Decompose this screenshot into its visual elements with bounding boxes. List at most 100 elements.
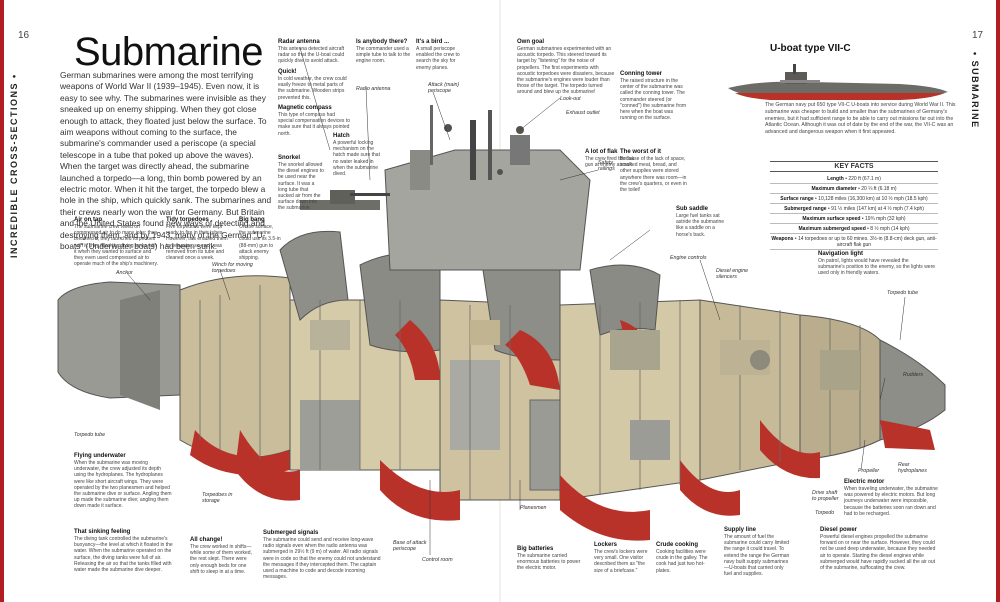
uboat-side-view — [728, 64, 948, 100]
big-bang-text: On the surface, the submarine could use … — [239, 224, 281, 262]
compass-title: Magnetic compass — [278, 105, 332, 111]
label-winch: Winch for moving torpedoes — [212, 262, 253, 274]
sub-saddle-title: Sub saddle — [676, 206, 709, 212]
key-fact-key: Submerged range — [784, 205, 827, 212]
key-fact-key: Weapons — [771, 235, 794, 242]
uboat-title: U-boat type VII-C — [770, 43, 851, 54]
radar-antenna-box: Radar antenna This antenna detected airc… — [278, 38, 348, 65]
big-bang-title: Big bang — [239, 217, 265, 223]
navigation-light-text: On patrol, lights would have revealed th… — [818, 258, 936, 277]
quick-box: Quick! In cold weather, the crew could e… — [278, 68, 348, 101]
key-fact-key: Maximum surface speed — [802, 215, 861, 222]
lockers-text: The crew's lockers were very small. One … — [594, 549, 648, 574]
bird-title: It's a bird ... — [416, 39, 450, 45]
label-radio-antenna: Radio antenna — [356, 86, 391, 92]
air-on-tap-title: Air on tap — [74, 217, 102, 223]
big-bang-box: Big bang On the surface, the submarine c… — [239, 216, 281, 261]
electric-motor-title: Electric motor — [844, 479, 885, 485]
key-fact-value: • 14 torpedoes or up to 60 mines. 3½-in … — [794, 235, 937, 248]
page-edge-left — [0, 0, 4, 602]
compass-box: Magnetic compass This type of compass ha… — [278, 104, 350, 137]
key-facts-title: KEY FACTS — [770, 161, 938, 172]
label-engine-controls: Engine controls — [670, 255, 707, 261]
quick-text: In cold weather, the crew could easily f… — [278, 76, 347, 101]
all-change-title: All change! — [190, 537, 223, 543]
key-fact-row: Maximum surface speed • 19¾ mph (32 kph) — [770, 214, 938, 224]
hatch-title: Hatch — [333, 133, 350, 139]
worst-box: The worst of it Because of the lack of s… — [620, 148, 688, 193]
submerged-signals-box: Submerged signals The submarine could se… — [263, 529, 383, 580]
key-fact-value: • 220 ft (67.1 m) — [845, 175, 881, 182]
tidy-torpedoes-box: Tidy torpedoes Five torpedoes were kept … — [166, 216, 232, 261]
diesel-power-box: Diesel power Powerful diesel engines pro… — [820, 526, 938, 571]
flak-box: A lot of flak The crew fired the flak gu… — [585, 148, 635, 168]
key-fact-key: Length — [827, 175, 844, 182]
label-lookout: Look-out — [560, 96, 581, 102]
air-on-tap-box: Air on tap The submarine crew relied on … — [74, 216, 160, 267]
key-fact-value: • 8 ½ mph (14 kph) — [867, 225, 910, 232]
conning-tower-title: Conning tower — [620, 71, 662, 77]
conning-tower-box: Conning tower The raised structure in th… — [620, 70, 688, 121]
label-torpedo-tube-front: Torpedo tube — [74, 432, 106, 438]
key-fact-key: Maximum submerged speed — [798, 225, 866, 232]
interior-machinery — [310, 320, 860, 460]
conning-tower — [300, 105, 591, 271]
big-batteries-text: The submarine carried enormous batteries… — [517, 553, 581, 572]
sinking-feeling-box: That sinking feeling The diving tank con… — [74, 528, 174, 573]
page-title: Submarine — [74, 30, 263, 74]
worst-title: The worst of it — [620, 149, 661, 155]
flying-underwater-text: When the submarine was moving underwater… — [74, 460, 172, 510]
diesel-power-text: Powerful diesel engines propelled the su… — [820, 534, 936, 572]
supply-line-box: Supply line The amount of fuel the subma… — [724, 526, 792, 577]
snorkel-box: Snorkel The snorkel allowed the diesel e… — [278, 154, 324, 212]
key-fact-row: Surface range • 10,128 miles (16,300 km)… — [770, 194, 938, 204]
navigation-light-box: Navigation light On patrol, lights would… — [818, 250, 936, 277]
navigation-light-title: Navigation light — [818, 251, 863, 257]
label-control-room: Control room — [422, 557, 453, 563]
own-goal-box: Own goal German submarines experimented … — [517, 38, 615, 96]
anybody-there-box: Is anybody there? The commander used a s… — [356, 38, 411, 65]
radar-antenna-text: This antenna detected aircraft radar so … — [278, 46, 345, 65]
label-safety-railings: Safety railings — [598, 160, 615, 172]
key-fact-row: Maximum diameter • 20 ¼ ft (6.18 m) — [770, 184, 938, 194]
lockers-box: Lockers The crew's lockers were very sma… — [594, 541, 654, 574]
label-exhaust-outlet: Exhaust outlet — [566, 110, 600, 116]
anybody-there-title: Is anybody there? — [356, 39, 408, 45]
sinking-feeling-text: The diving tank controlled the submarine… — [74, 536, 173, 574]
flak-title: A lot of flak — [585, 149, 618, 155]
key-facts-panel: KEY FACTS Length • 220 ft (67.1 m) Maxim… — [770, 161, 938, 250]
crude-cooking-title: Crude cooking — [656, 542, 699, 548]
hatch-text: A powerful locking mechanism on the hatc… — [333, 140, 380, 178]
key-fact-value: • 91 ½ miles (147 km) at 4 ½ mph (7.4 kp… — [827, 205, 924, 212]
sub-saddle-text: Large fuel tanks sat astride the submari… — [676, 213, 725, 238]
bird-box: It's a bird ... A small periscope enable… — [416, 38, 468, 71]
anybody-there-text: The commander used a simple tube to talk… — [356, 46, 411, 65]
key-fact-row: Weapons • 14 torpedoes or up to 60 mines… — [770, 234, 938, 250]
big-batteries-title: Big batteries — [517, 546, 554, 552]
all-change-box: All change! The crew worked in shifts—wh… — [190, 536, 254, 575]
bird-text: A small periscope enabled the crew to se… — [416, 46, 460, 71]
quick-title: Quick! — [278, 69, 297, 75]
compass-text: This type of compass had special compens… — [278, 112, 350, 137]
own-goal-title: Own goal — [517, 39, 544, 45]
label-rudders: Rudders — [903, 372, 924, 378]
label-torpedo-tube-rear: Torpedo tube — [887, 290, 919, 296]
page-number-left: 16 — [18, 30, 30, 41]
key-fact-key: Maximum diameter — [811, 185, 857, 192]
intro-paragraph: German submarines were among the most te… — [60, 70, 272, 252]
worst-text: Because of the lack of space, smoked mea… — [620, 156, 687, 194]
label-base-periscope: Base of attack periscope — [393, 540, 427, 552]
tidy-torpedoes-title: Tidy torpedoes — [166, 217, 209, 223]
flying-underwater-box: Flying underwater When the submarine was… — [74, 452, 174, 510]
supply-line-title: Supply line — [724, 527, 757, 533]
electric-motor-text: When traveling underwater, the submarine… — [844, 486, 938, 517]
key-fact-value: • 19¾ mph (32 kph) — [861, 215, 906, 222]
label-diesel-silencers: Diesel engine silencers — [716, 268, 749, 280]
key-fact-value: • 20 ¼ ft (6.18 m) — [858, 185, 897, 192]
crude-cooking-box: Crude cooking Cooking facilities were cr… — [656, 541, 716, 574]
label-leader-lines — [125, 47, 906, 555]
hull-bottom-red — [235, 420, 820, 541]
label-torpedo: Torpedo — [815, 510, 835, 516]
